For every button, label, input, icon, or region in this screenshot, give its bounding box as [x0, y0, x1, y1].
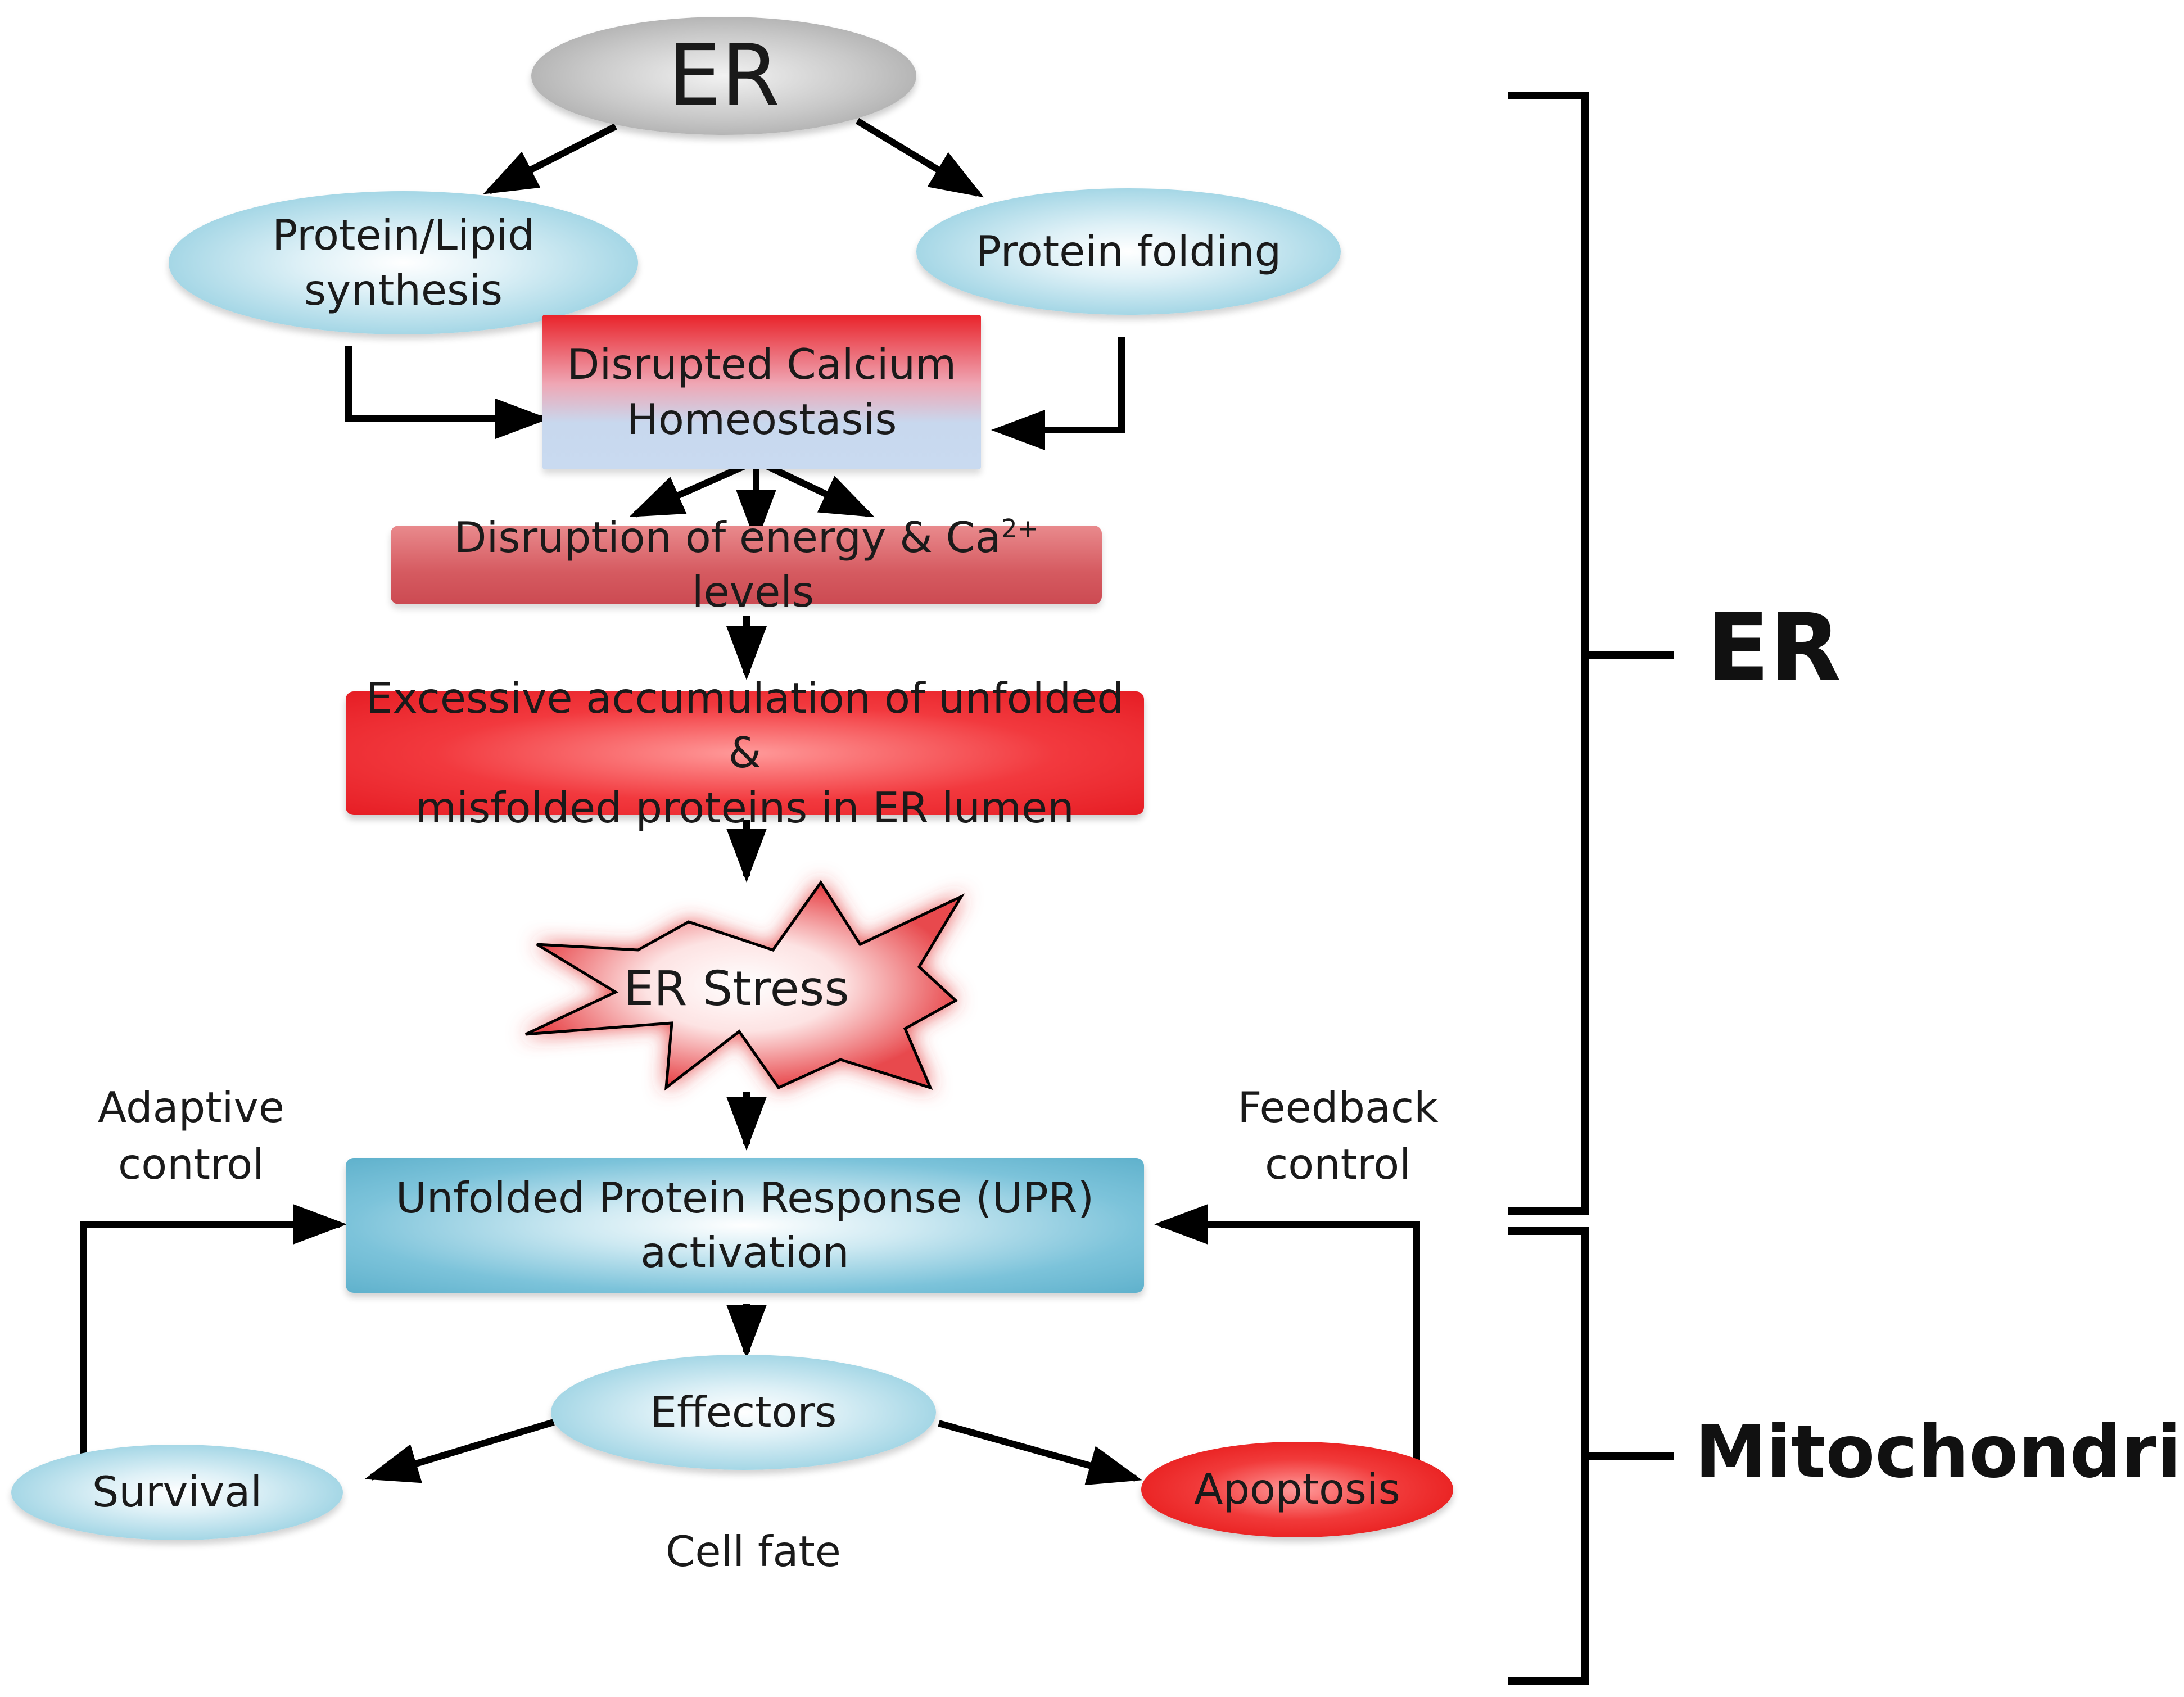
arrow-effectors-to-apoptosis	[938, 1420, 1142, 1486]
er-stress-starburst	[524, 880, 965, 1091]
arrow-er-to-synthesis	[483, 123, 617, 194]
cell-fate-text: Cell fate	[666, 1527, 841, 1576]
effectors-node: Effectors	[551, 1355, 936, 1470]
disrupted-calcium-node: Disrupted Calcium Homeostasis	[542, 315, 981, 469]
energy-label-suffix: levels	[678, 567, 815, 617]
excess-label-line2: misfolded proteins in ER lumen	[415, 782, 1074, 832]
er-bracket	[1508, 92, 1589, 1215]
mitochondria-bracket	[1508, 1227, 1589, 1685]
arrow-calcium-to-energy-left	[629, 458, 758, 518]
energy-label-superscript: 2+	[1001, 513, 1039, 544]
cell-fate-label: Cell fate	[618, 1523, 888, 1580]
calcium-label-line1: Disrupted Calcium	[567, 340, 957, 389]
apoptosis-label: Apoptosis	[1194, 1464, 1400, 1514]
feedback-label-line1: Feedback	[1237, 1083, 1439, 1132]
arrow-synthesis-to-calcium	[345, 346, 549, 439]
arrow-adaptive-control-loop	[80, 1204, 347, 1467]
arrow-er-to-folding	[855, 117, 984, 198]
energy-disruption-node: Disruption of energy & Ca2+ levels	[391, 513, 1102, 617]
upr-label-line2: activation	[640, 1228, 849, 1277]
energy-disruption-label: Disruption of energy & Ca2+ levels	[391, 510, 1102, 620]
survival-node: Survival	[11, 1445, 343, 1540]
protein-lipid-synthesis-node: Protein/Lipid synthesis	[169, 191, 638, 334]
upr-activation-node: Unfolded Protein Response (UPR) activati…	[346, 1158, 1144, 1293]
excess-label-line1: Excessive accumulation of unfolded &	[366, 673, 1124, 778]
effectors-label: Effectors	[650, 1387, 837, 1437]
arrow-feedback-control-loop	[1154, 1204, 1420, 1461]
er-origin-node: ER	[531, 17, 916, 135]
er-stress-node: ER Stress	[562, 956, 911, 1023]
er-origin-label: ER	[668, 26, 780, 125]
apoptosis-node: Apoptosis	[1141, 1442, 1453, 1537]
calcium-label-line2: Homeostasis	[626, 394, 897, 444]
arrows	[80, 117, 1420, 1486]
upr-label-line1: Unfolded Protein Response (UPR)	[395, 1173, 1095, 1223]
protein-lipid-label-line2: synthesis	[304, 265, 503, 315]
feedback-label-line2: control	[1265, 1139, 1411, 1189]
arrow-folding-to-calcium	[991, 337, 1125, 450]
arrow-calcium-to-energy-right	[754, 458, 875, 518]
protein-lipid-label-line1: Protein/Lipid	[272, 210, 535, 260]
adaptive-label-line2: control	[118, 1139, 264, 1189]
feedback-control-label: Feedback control	[1209, 1079, 1467, 1193]
adaptive-label-line1: Adaptive	[98, 1083, 284, 1132]
protein-folding-node: Protein folding	[916, 188, 1341, 315]
er-stress-label: ER Stress	[623, 961, 849, 1017]
mitochondria-bracket-label: Mitochondria	[1695, 1410, 2184, 1494]
survival-label: Survival	[92, 1467, 263, 1517]
adaptive-control-label: Adaptive control	[67, 1079, 315, 1193]
protein-folding-label: Protein folding	[975, 226, 1282, 276]
energy-label-prefix: Disruption of energy & Ca	[454, 512, 1001, 562]
er-bracket-label: ER	[1706, 594, 1841, 702]
arrow-effectors-to-survival	[364, 1419, 555, 1483]
excessive-accumulation-node: Excessive accumulation of unfolded & mis…	[346, 673, 1144, 832]
